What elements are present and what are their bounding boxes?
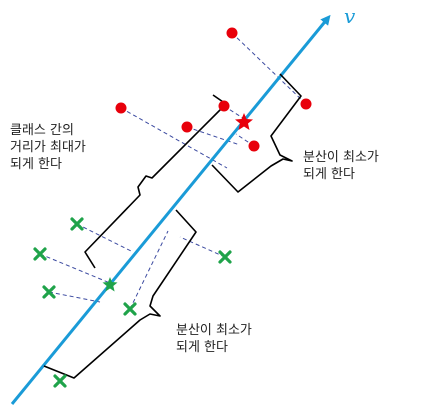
- red-variance-annotation: 분산이 최소가 되게 한다: [303, 149, 379, 183]
- red-point: [248, 140, 260, 152]
- green-centroid-star: [102, 277, 118, 292]
- green-point: [218, 250, 232, 264]
- red-point: [181, 121, 193, 133]
- red-point: [218, 100, 230, 112]
- green-point: [42, 285, 56, 299]
- projection-axis: [10, 14, 331, 405]
- red-point: [226, 27, 238, 39]
- green-point: [33, 247, 47, 261]
- axis-label-v: v: [344, 4, 356, 28]
- green-point: [70, 217, 84, 231]
- annotation-line: 되게 한다: [176, 340, 228, 355]
- between-class-brace: [84, 94, 227, 269]
- annotation-line: 거리가 최대가: [10, 140, 86, 155]
- green-projection-lines: [39, 223, 226, 310]
- annotation-line: 분산이 최소가: [176, 323, 252, 338]
- annotation-line: 되게 한다: [303, 167, 355, 182]
- red-class-points: [115, 27, 312, 152]
- red-point: [300, 98, 312, 110]
- red-centroid-star: [235, 113, 253, 130]
- annotation-line: 클래스 간의: [10, 123, 74, 138]
- green-class-points: [33, 217, 232, 388]
- green-variance-brace: [43, 209, 197, 379]
- red-projection-lines: [120, 32, 307, 169]
- red-variance-brace: [211, 73, 302, 193]
- green-variance-annotation: 분산이 최소가 되게 한다: [176, 322, 252, 356]
- annotation-line: 분산이 최소가: [303, 150, 379, 165]
- red-point: [115, 102, 127, 114]
- annotation-line: 되게 한다: [10, 157, 62, 172]
- green-point: [53, 374, 67, 388]
- green-point: [123, 302, 137, 316]
- between-class-annotation: 클래스 간의 거리가 최대가 되게 한다: [10, 122, 86, 173]
